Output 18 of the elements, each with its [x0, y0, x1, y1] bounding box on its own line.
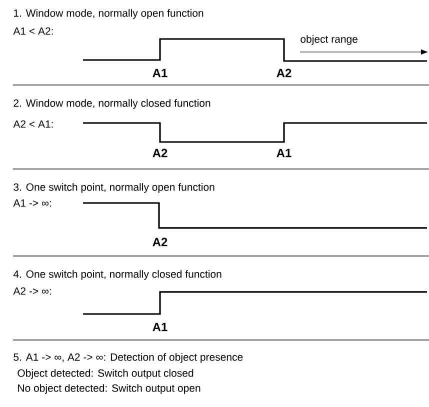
switch-point-label: A1 — [152, 68, 168, 78]
section-text: A1 -> ∞: — [13, 199, 51, 207]
section-text: Object detected: Switch output closed — [18, 369, 194, 379]
switch-point-label: A2 — [276, 68, 292, 78]
switch-point-label: A2 — [152, 238, 168, 246]
section-text: No object detected: Switch output open — [18, 384, 200, 394]
switch-point-label: A2 — [152, 148, 168, 158]
section-text: 5. A1 -> ∞, A2 -> ∞: Detection of object presence — [14, 353, 243, 363]
section-text: A1 < A2: — [13, 27, 53, 35]
section-text: A2 -> ∞: — [13, 287, 51, 295]
section-text: A2 < A1: — [13, 120, 53, 128]
section-text: 1. Window mode, normally open function — [14, 9, 204, 19]
switch-point-label: A1 — [276, 148, 292, 158]
section-text: 3. One switch point, normally open function — [14, 183, 214, 193]
section-text: object range — [300, 35, 358, 45]
section-text: 2. Window mode, normally closed function — [14, 99, 210, 109]
switch-point-label: A1 — [152, 322, 168, 332]
section-text: 4. One switch point, normally closed function — [13, 270, 222, 280]
